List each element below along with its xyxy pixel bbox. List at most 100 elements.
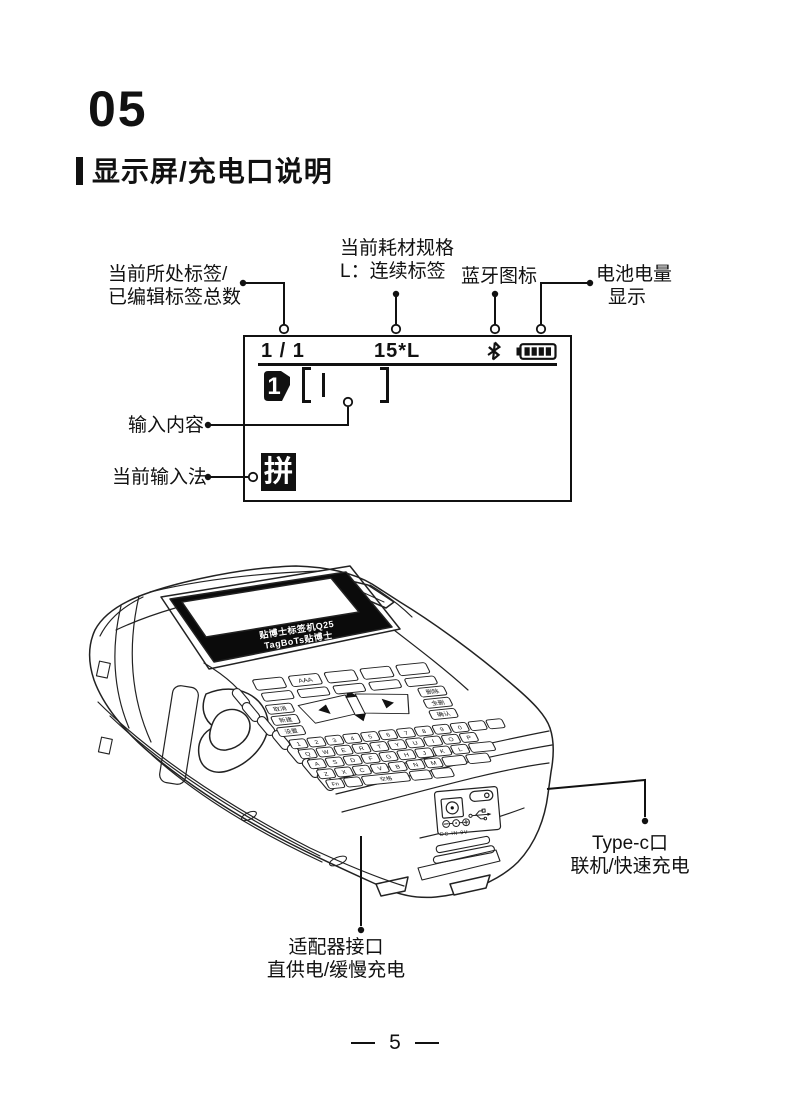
callout-input-method: 当前输入法	[112, 467, 208, 488]
device-key-label: D	[349, 758, 357, 764]
device-key-label: W	[321, 749, 330, 756]
device-key-label: Y	[394, 742, 401, 748]
device-key	[413, 725, 434, 737]
device-key-label: S	[331, 759, 338, 765]
device-key	[351, 764, 372, 776]
device-key	[387, 739, 408, 751]
device-key	[315, 746, 336, 758]
device-key	[325, 778, 346, 790]
device-key	[270, 713, 301, 726]
device-key-label: X	[341, 769, 348, 775]
device-key	[431, 723, 452, 735]
device-key-label: N	[412, 762, 420, 768]
device-key-label: Fn	[331, 782, 340, 788]
device-key-label: Q	[304, 751, 312, 757]
device-key	[465, 752, 492, 765]
device-key	[430, 767, 455, 779]
device-key	[468, 741, 496, 753]
device-key	[467, 720, 488, 732]
paper-exit-slot	[331, 577, 395, 609]
device-key-label: T	[376, 744, 383, 750]
section-number: 05	[88, 81, 148, 137]
nav-right-key	[354, 693, 410, 715]
device-key	[396, 727, 416, 739]
device-key-label: V	[376, 766, 384, 772]
port-panel-label: DC IN 9V	[440, 830, 469, 838]
device-key-label: E	[340, 748, 347, 754]
device-foot	[449, 874, 491, 896]
screen-mockup: 1 / 1 15*L 1 拼	[243, 335, 572, 502]
device-key-label: 6	[385, 732, 392, 738]
callout-battery: 电池电量 显示	[596, 264, 673, 308]
status-bar-divider	[258, 363, 557, 366]
device-key	[428, 708, 459, 720]
bracket-open-icon	[302, 367, 311, 403]
type-c-port	[469, 789, 494, 802]
device-key-label: 删除	[424, 688, 440, 696]
device-key	[485, 718, 506, 730]
callout-label-position: 当前所处标签/ 已编辑标签总数	[108, 264, 242, 308]
roller-teeth	[231, 687, 336, 792]
callout-media-spec: 当前耗材规格 L：连续标签	[340, 238, 455, 282]
device-key-label: 新建	[277, 716, 293, 724]
arrow-left-icon	[318, 704, 331, 715]
device-key	[414, 747, 435, 759]
device-key	[404, 675, 438, 688]
device-key-label: R	[358, 746, 366, 752]
callout-input-content: 输入内容	[128, 415, 205, 436]
device-key-label: K	[439, 748, 447, 754]
device-key	[288, 673, 323, 687]
device-key	[323, 669, 359, 684]
device-key-label: 8	[421, 728, 428, 734]
device-key-label: 9	[439, 727, 446, 733]
device-key	[423, 696, 453, 709]
device-key-label: 4	[349, 736, 356, 742]
power-icon	[265, 681, 275, 688]
battery-icon	[516, 343, 557, 360]
device-key-label: 空格	[378, 775, 394, 783]
device-key-label: A	[314, 761, 322, 767]
device-key	[405, 737, 426, 749]
callout-bluetooth: 蓝牙图标	[461, 266, 538, 287]
bracket-close-icon	[380, 367, 389, 403]
device-key	[276, 725, 307, 738]
device-key-label: 0	[457, 725, 464, 731]
input-method-badge: 拼	[261, 453, 296, 491]
device-key	[324, 734, 345, 746]
device-key-label: C	[358, 767, 366, 773]
device-key	[306, 736, 327, 748]
device-key	[458, 732, 479, 743]
device-key-label: U	[412, 740, 420, 746]
device-key	[395, 662, 431, 677]
arrow-right-icon	[381, 698, 394, 709]
port-panel: DC IN 9V	[433, 786, 502, 838]
device-key-label: 确认	[436, 710, 452, 718]
label-position-indicator: 1 / 1	[261, 340, 305, 362]
callout-type-c: Type-c口 联机/快速充电	[570, 833, 690, 877]
device-key	[360, 731, 381, 742]
device-key	[369, 762, 390, 774]
title-accent-bar	[76, 157, 83, 185]
device-key	[342, 732, 363, 744]
device-foot	[375, 876, 409, 897]
device-key	[387, 761, 408, 772]
device-key	[252, 676, 287, 691]
device-key	[334, 766, 354, 778]
device-key	[441, 733, 461, 745]
bluetooth-icon	[487, 341, 502, 361]
page-number-value: 5	[389, 1030, 401, 1054]
usb-icon	[468, 808, 492, 821]
device-key	[261, 690, 295, 702]
device-body-outline	[88, 565, 554, 899]
device-bezel-text: 贴博士标签机Q25 TagBoTs贴博士	[258, 618, 335, 651]
device-key-label: Z	[323, 771, 330, 777]
device-key	[343, 776, 364, 788]
media-spec-indicator: 15*L	[374, 340, 421, 362]
device-key-label: G	[385, 754, 393, 760]
label-index-number: 1	[267, 373, 280, 400]
device-key-label: 取消	[272, 705, 288, 713]
device-key	[378, 751, 399, 762]
device-key-label: M	[430, 760, 438, 766]
device-key	[423, 757, 444, 769]
device-key-label: 5	[367, 734, 374, 740]
